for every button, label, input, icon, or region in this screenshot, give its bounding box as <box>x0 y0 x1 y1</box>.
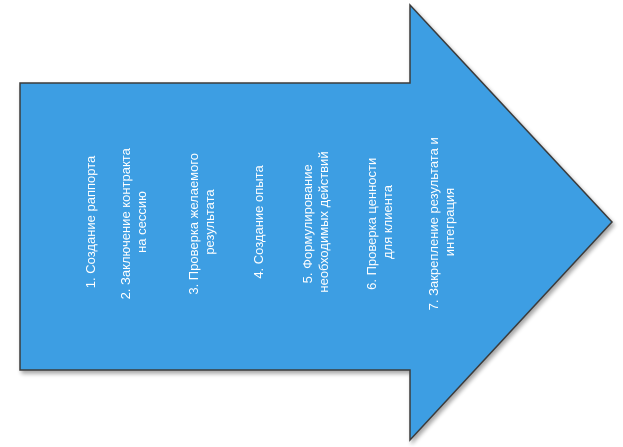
arrow-shape <box>19 3 614 442</box>
step-2: 2. Заключение контракта на сессию <box>118 145 149 300</box>
step-6-line-1: 6. Проверка ценности <box>364 158 379 290</box>
step-1-text: 1. Создание раппорта <box>83 155 98 288</box>
step-6: 6. Проверка ценности для клиента <box>364 154 395 290</box>
step-3-line-2: результата <box>202 189 217 255</box>
step-4-line-1: 4. Создание опыта <box>251 165 266 279</box>
step-1: 1. Создание раппорта <box>83 155 98 288</box>
step-7-text: 7. Закрепление результата и интеграция <box>426 134 457 311</box>
step-3-text: 3. Проверка желаемого результата <box>186 149 217 294</box>
step-5-text: 5. Формулирование необходимых действий <box>300 151 331 292</box>
step-3: 3. Проверка желаемого результата <box>186 149 217 295</box>
step-4-text: 4. Создание опыта <box>251 165 266 279</box>
step-6-text: 6. Проверка ценности для клиента <box>364 154 395 290</box>
step-5-line-1: 5. Формулирование <box>300 164 315 283</box>
step-7-line-1: 7. Закрепление результата и <box>426 137 441 310</box>
step-2-text: 2. Заключение контракта на сессию <box>118 145 149 300</box>
step-6-line-2: для клиента <box>380 184 395 259</box>
step-7-line-2: интеграция <box>442 188 457 256</box>
step-2-line-2: на сессию <box>134 191 149 253</box>
step-7: 7. Закрепление результата и интеграция <box>426 134 457 311</box>
step-1-line-1: 1. Создание раппорта <box>83 155 98 288</box>
step-5-line-2: необходимых действий <box>316 151 331 292</box>
step-2-line-1: 2. Заключение контракта <box>118 147 133 299</box>
step-3-line-1: 3. Проверка желаемого <box>186 153 201 295</box>
step-4: 4. Создание опыта <box>251 165 266 279</box>
step-5: 5. Формулирование необходимых действий <box>300 151 331 292</box>
